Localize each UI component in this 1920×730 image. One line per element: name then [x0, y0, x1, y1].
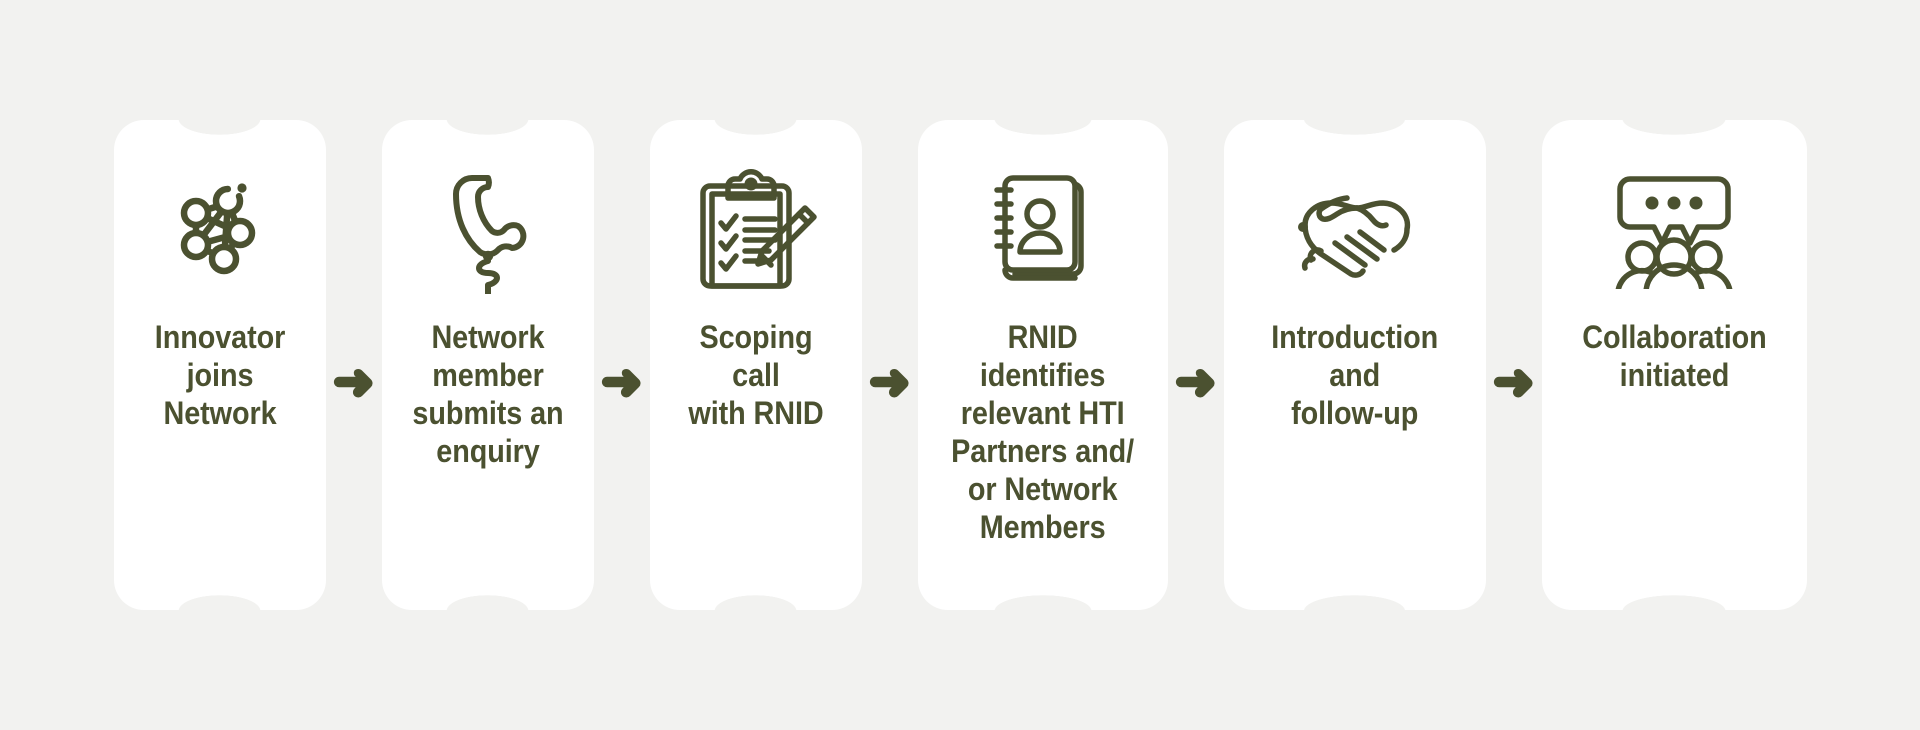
address-book-contact-icon	[989, 154, 1097, 304]
process-step-label-3: Scoping call with RNID	[687, 319, 824, 432]
arrow-right-icon-5	[1486, 364, 1542, 408]
process-step-label-6: Collaboration initiated	[1581, 319, 1767, 394]
process-flow-diagram: Innovator joins Network Network member s…	[4, 120, 1917, 610]
process-step-card-2[interactable]: Network member submits an enquiry	[381, 120, 594, 610]
process-step-card-3[interactable]: Scoping call with RNID	[649, 120, 862, 610]
network-nodes-icon	[166, 154, 274, 304]
process-step-label-4: RNID identifies relevant HTI Partners an…	[951, 319, 1134, 546]
process-step-card-5[interactable]: Introduction and follow-up	[1223, 120, 1486, 610]
arrow-right-icon-1	[326, 364, 382, 408]
telephone-handset-icon	[442, 154, 534, 304]
group-discussion-icon	[1612, 154, 1736, 304]
arrow-right-icon-3	[862, 364, 918, 408]
process-step-card-4[interactable]: RNID identifies relevant HTI Partners an…	[917, 120, 1168, 610]
process-step-label-5: Introduction and follow-up	[1271, 319, 1438, 432]
process-step-label-1: Innovator joins Network	[154, 319, 285, 432]
process-step-label-2: Network member submits an enquiry	[411, 319, 564, 470]
clipboard-checklist-pencil-icon	[695, 154, 817, 304]
process-step-card-1[interactable]: Innovator joins Network	[113, 120, 326, 610]
arrow-right-icon-4	[1168, 364, 1224, 408]
arrow-right-icon-2	[594, 364, 650, 408]
process-step-card-6[interactable]: Collaboration initiated	[1541, 120, 1807, 610]
handshake-icon	[1291, 154, 1419, 304]
